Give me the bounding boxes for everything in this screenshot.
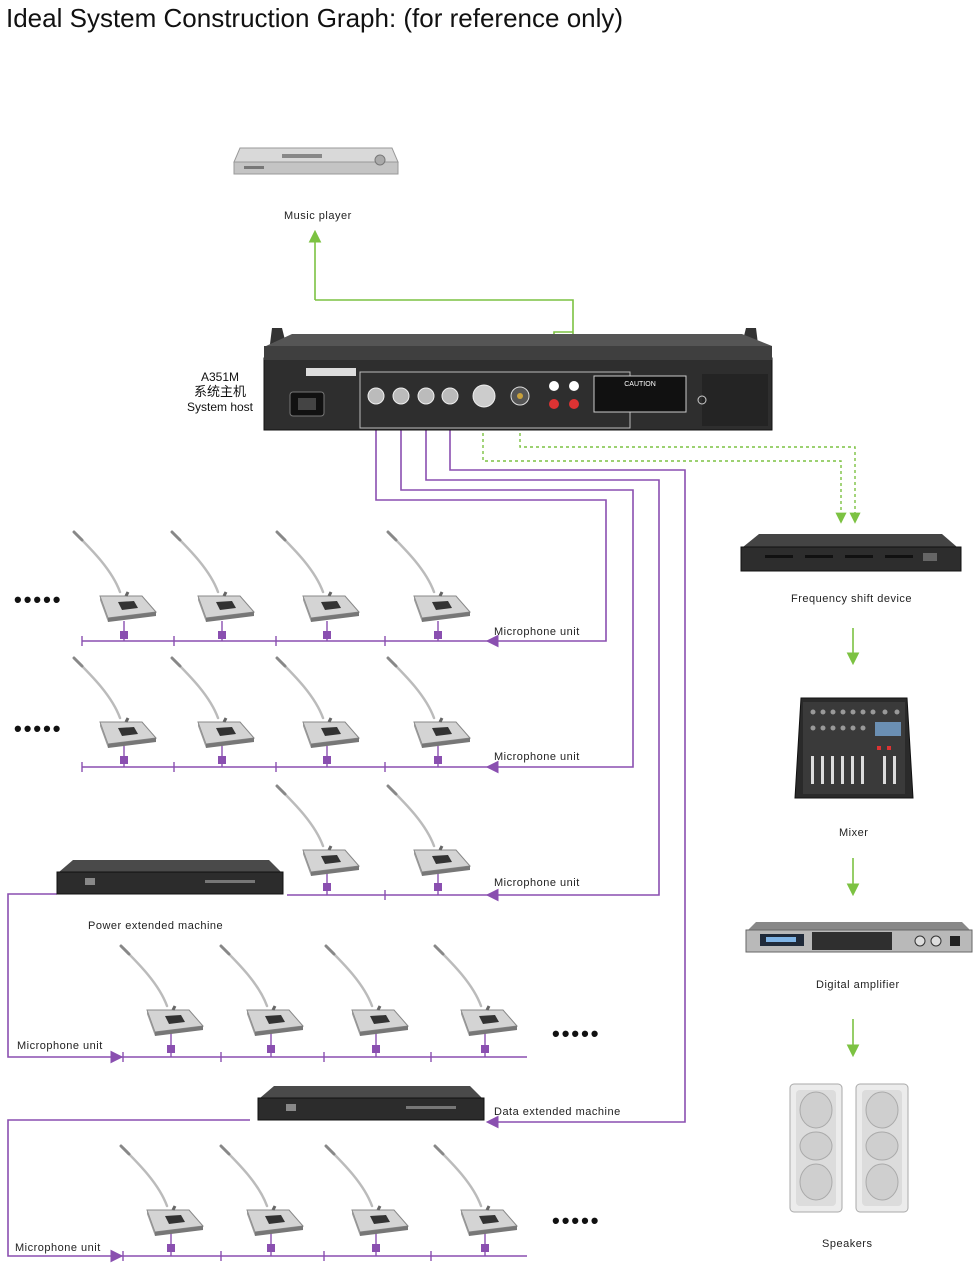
conference-microphone-icon: [386, 656, 472, 748]
mic-unit-label-4: Microphone unit: [17, 1040, 103, 1052]
host-name-zh: 系统主机: [193, 385, 246, 400]
host-name-en: System host: [186, 400, 254, 414]
conference-microphone-icon: [219, 944, 305, 1036]
speakers-label: Speakers: [822, 1238, 873, 1250]
amplifier-icon: [745, 922, 973, 953]
mic-unit-label-3: Microphone unit: [494, 877, 580, 889]
music-player-label: Music player: [284, 210, 352, 222]
conference-microphone-icon: [324, 944, 410, 1036]
mic-drop-joints: [120, 631, 489, 1252]
amplifier-label: Digital amplifier: [816, 979, 900, 991]
conference-microphone-icon: [275, 656, 361, 748]
conference-microphone-icon: [433, 944, 519, 1036]
caution-text: CAUTION: [624, 381, 656, 388]
speaker-icon: [789, 1083, 909, 1213]
conference-microphone-icon: [386, 530, 472, 622]
mic-unit-label-5: Microphone unit: [15, 1242, 101, 1254]
conference-microphone-icon: [433, 1144, 519, 1236]
conference-microphone-icon: [119, 1144, 205, 1236]
ellipsis-2: •••••: [14, 716, 63, 741]
conference-microphone-icon: [119, 944, 205, 1036]
frequency-shift-label: Frequency shift device: [791, 593, 913, 605]
conference-microphone-icon: [170, 656, 256, 748]
data-extended-machine-icon: [257, 1086, 485, 1121]
host-model: A351M: [200, 370, 240, 384]
dvd-player-icon: [233, 147, 399, 175]
mixer-icon: [794, 697, 914, 799]
page-title: Ideal System Construction Graph: (for re…: [6, 3, 624, 33]
ellipsis-4: •••••: [552, 1208, 601, 1233]
mic-unit-label-2: Microphone unit: [494, 751, 580, 763]
conference-microphone-icon: [219, 1144, 305, 1236]
freq-shift-line: [482, 415, 861, 524]
host-label: A351M 系统主机 System host: [180, 370, 260, 415]
trunk-lines: [7, 415, 686, 1263]
conference-microphone-icon: [72, 530, 158, 622]
frequency-shift-device-icon: [740, 534, 962, 572]
conference-microphone-icon: [386, 784, 472, 876]
data-extended-label: Data extended machine: [494, 1106, 621, 1118]
mic-unit-label-1: Microphone unit: [494, 626, 580, 638]
mixer-label: Mixer: [839, 827, 869, 839]
conference-microphone-icon: [324, 1144, 410, 1236]
conference-microphone-icon: [275, 784, 361, 876]
ellipsis-1: •••••: [14, 587, 63, 612]
power-extended-label: Power extended machine: [88, 920, 224, 932]
conference-microphone-icon: [275, 530, 361, 622]
bus-ticks: [81, 636, 432, 1261]
conference-microphone-icon: [72, 656, 158, 748]
system-host-device: CAUTION: [263, 328, 773, 431]
conference-microphone-icon: [170, 530, 256, 622]
power-extended-machine-icon: [56, 860, 284, 895]
ellipsis-3: •••••: [552, 1021, 601, 1046]
